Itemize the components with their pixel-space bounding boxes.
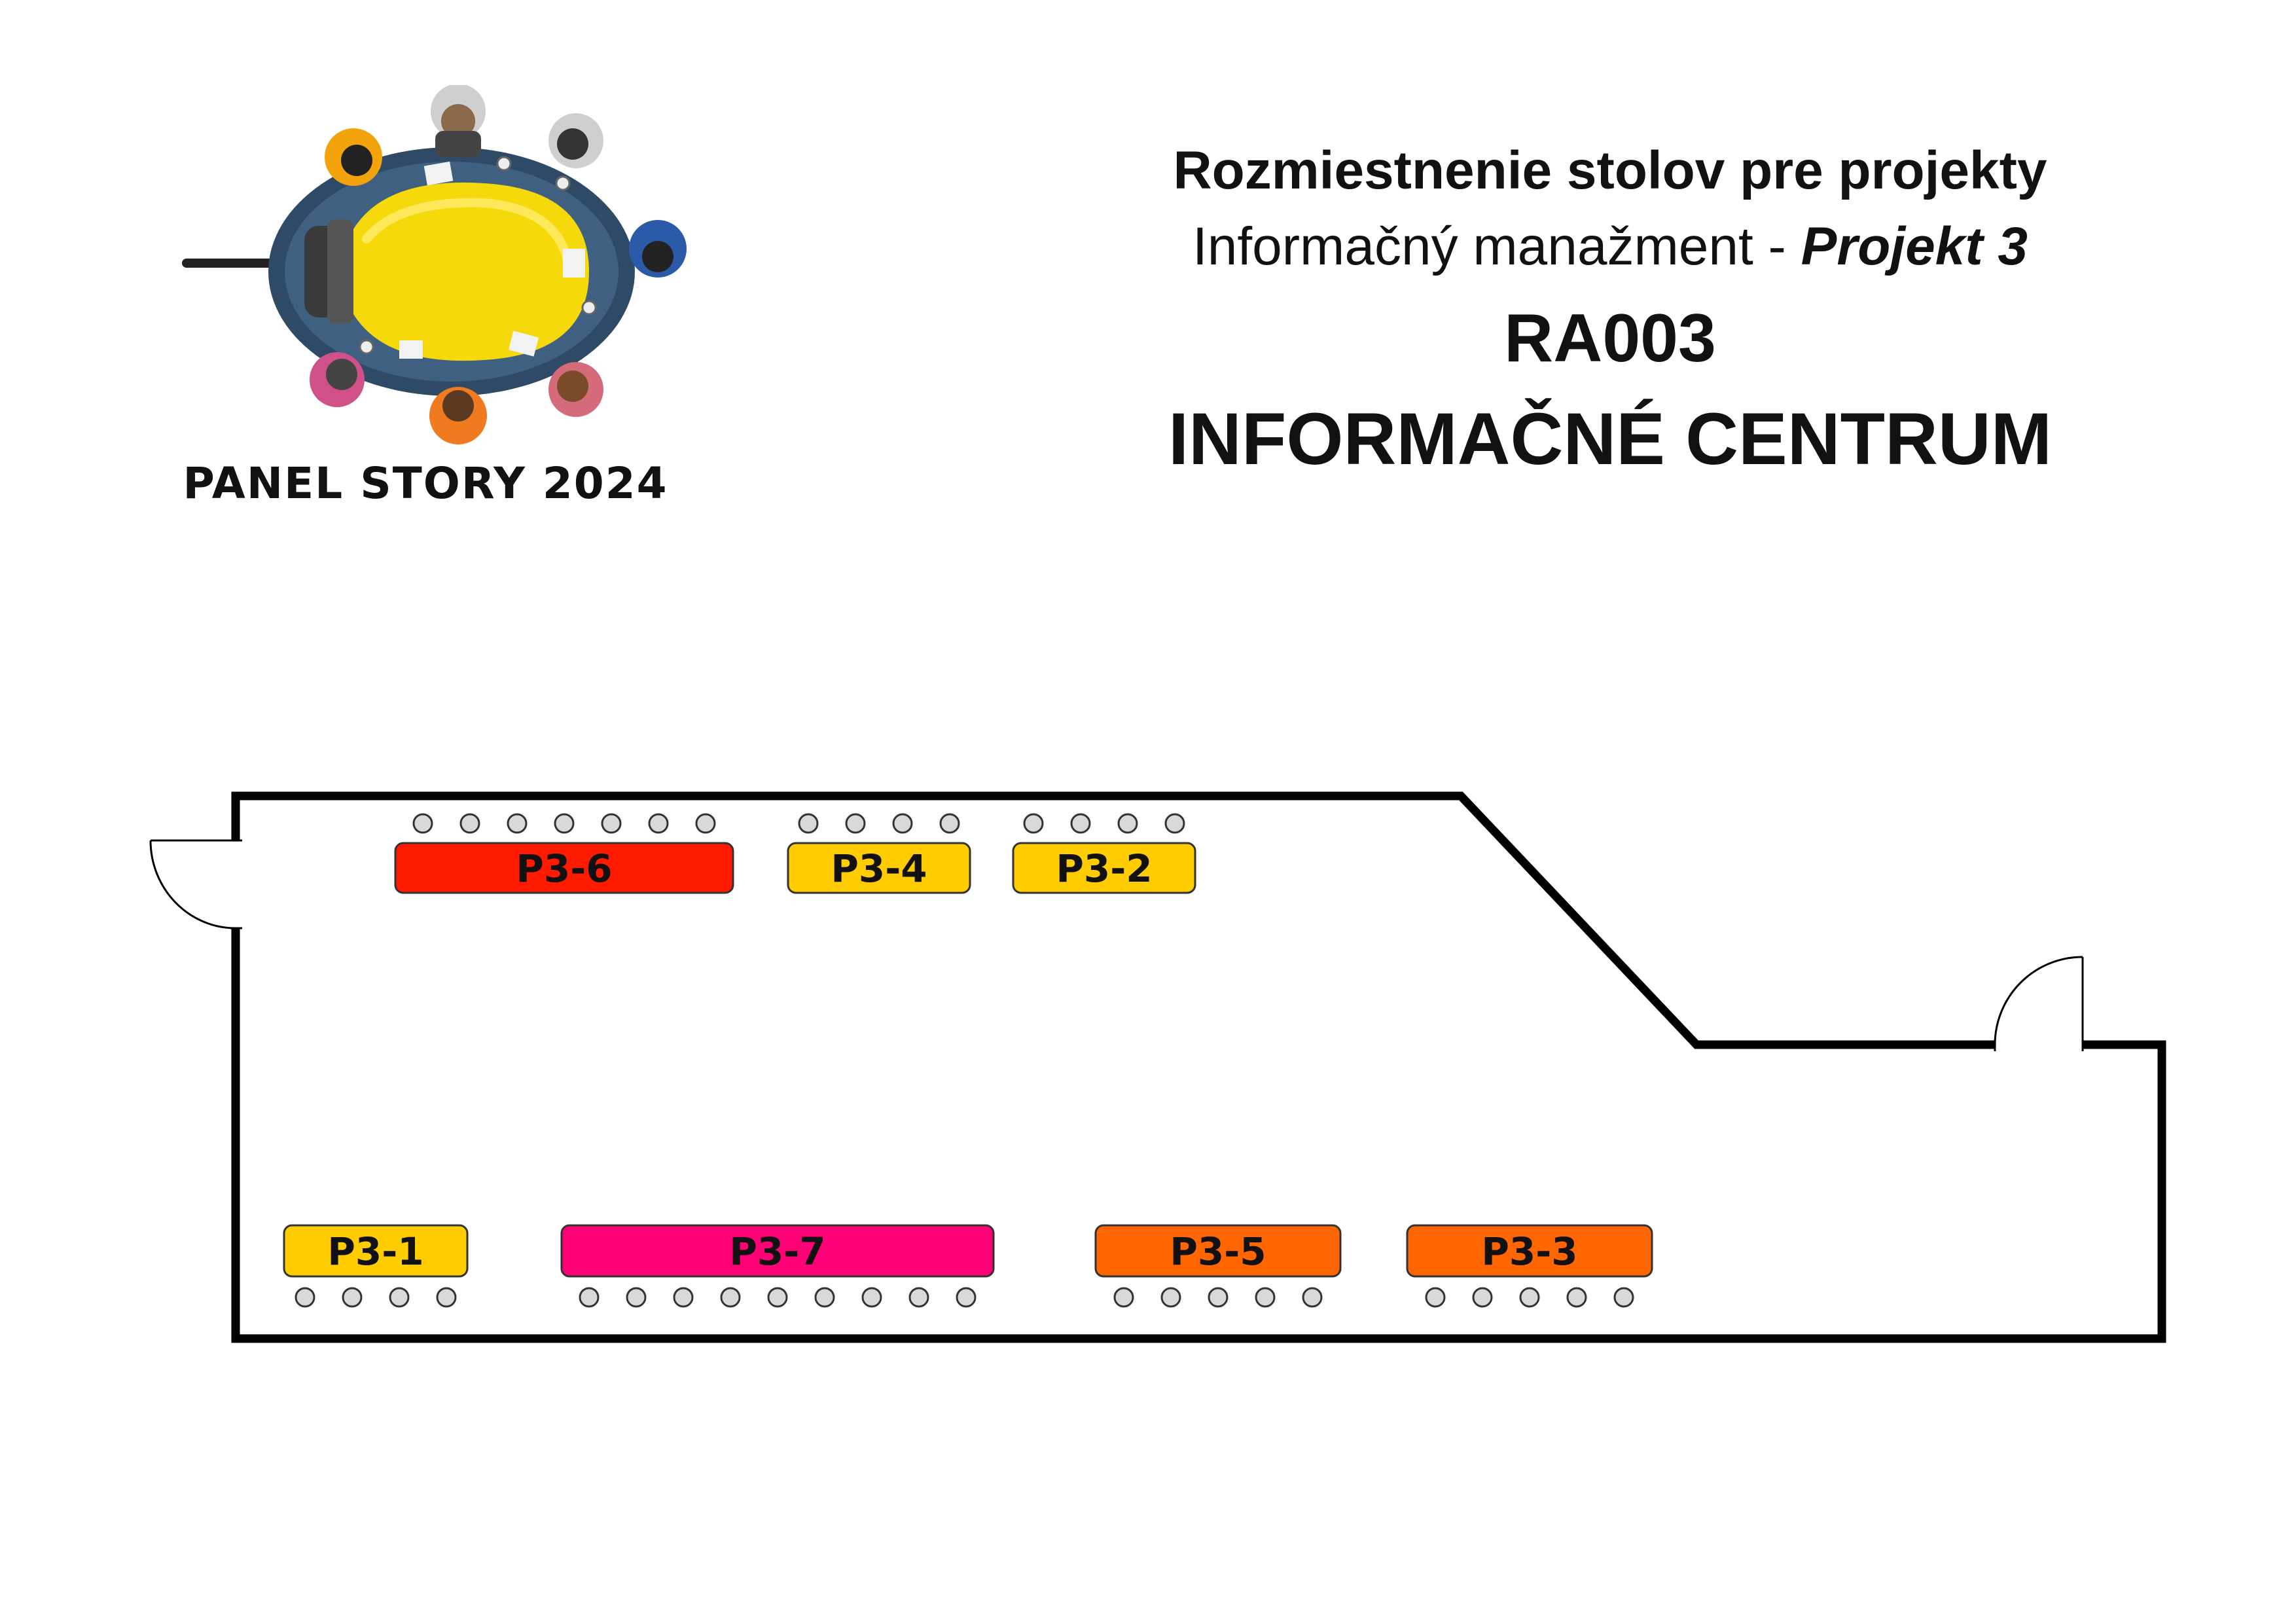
chair	[295, 1287, 315, 1308]
chair	[673, 1287, 694, 1308]
chair	[1613, 1287, 1634, 1308]
chair	[412, 813, 433, 834]
table-surface	[560, 1224, 995, 1278]
page-subtitle: Informačný manažment - Projekt 3	[1073, 216, 2147, 278]
table-surface	[1012, 842, 1196, 894]
chair	[939, 813, 960, 834]
chair	[459, 813, 480, 834]
table-p3-6: P3-6	[394, 813, 734, 894]
table-surface	[787, 842, 971, 894]
table-label: P3-6	[516, 846, 612, 891]
round-table-logo	[182, 85, 687, 444]
chair	[1208, 1287, 1229, 1308]
chair	[1566, 1287, 1587, 1308]
chair	[1472, 1287, 1493, 1308]
chair	[1255, 1287, 1276, 1308]
table-label: P3-1	[327, 1229, 423, 1274]
table-surface	[283, 1224, 469, 1278]
chair	[1160, 1287, 1181, 1308]
chair	[1302, 1287, 1323, 1308]
chair	[1425, 1287, 1446, 1308]
table-p3-5: P3-5	[1094, 1224, 1342, 1308]
room-code: RA003	[1504, 300, 1716, 376]
table-p3-4: P3-4	[787, 813, 971, 894]
chair	[695, 813, 716, 834]
room-outline	[231, 791, 2166, 1343]
subtitle-project: Projekt 3	[1801, 217, 2028, 276]
right-door	[1994, 956, 2084, 1051]
chair	[956, 1287, 977, 1308]
chair	[892, 813, 913, 834]
chair	[1117, 813, 1138, 834]
table-label: P3-3	[1481, 1229, 1577, 1274]
chair	[767, 1287, 788, 1308]
table-label: P3-4	[831, 846, 927, 891]
chair	[648, 813, 669, 834]
table-p3-3: P3-3	[1406, 1224, 1653, 1308]
subtitle-prefix: Informačný manažment -	[1192, 217, 1801, 276]
chair	[389, 1287, 410, 1308]
chair	[1164, 813, 1185, 834]
room-name: INFORMAČNÉ CENTRUM	[1168, 398, 2053, 480]
chair	[1023, 813, 1044, 834]
logo-caption: PANEL STORY 2024	[183, 458, 668, 509]
chair	[798, 813, 819, 834]
chair	[579, 1287, 600, 1308]
page-title: Rozmiestnenie stolov pre projekty	[1173, 141, 2047, 200]
chair	[1113, 1287, 1134, 1308]
table-label: P3-7	[729, 1229, 825, 1274]
table-p3-2: P3-2	[1012, 813, 1196, 894]
table-surface	[1094, 1224, 1342, 1278]
chair	[1519, 1287, 1540, 1308]
chair	[436, 1287, 457, 1308]
chair	[554, 813, 575, 834]
table-label: P3-5	[1170, 1229, 1266, 1274]
table-surface	[394, 842, 734, 894]
table-label: P3-2	[1056, 846, 1152, 891]
chair	[845, 813, 866, 834]
table-surface	[1406, 1224, 1653, 1278]
table-p3-7: P3-7	[560, 1224, 995, 1308]
chair	[342, 1287, 363, 1308]
chair	[626, 1287, 647, 1308]
chair	[814, 1287, 835, 1308]
table-p3-1: P3-1	[283, 1224, 469, 1308]
chair	[861, 1287, 882, 1308]
left-door	[149, 839, 242, 929]
chair	[601, 813, 622, 834]
chair	[507, 813, 528, 834]
chair	[908, 1287, 929, 1308]
chair	[720, 1287, 741, 1308]
chair	[1070, 813, 1091, 834]
